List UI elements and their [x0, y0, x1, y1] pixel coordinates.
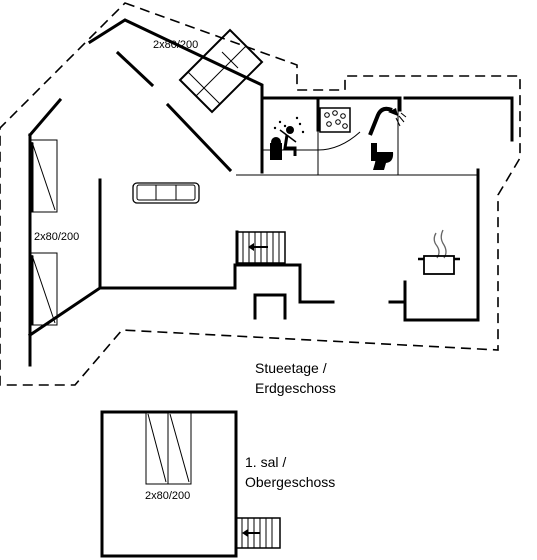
ground-floor-label-line2: Erdgeschoss	[255, 380, 336, 396]
upper-bed	[145, 411, 192, 485]
bed-top-label: 2x80/200	[153, 39, 198, 51]
bed-left	[28, 139, 58, 326]
cooking-pot-icon	[418, 229, 460, 275]
upper-floor-label-line2: Obergeschoss	[245, 474, 335, 490]
stairs-icon	[236, 231, 286, 264]
toilet-icon	[371, 143, 394, 170]
ground-floor-outline	[0, 2, 521, 386]
bed-top	[178, 28, 264, 114]
upper-stairs-icon	[235, 517, 281, 549]
ground-floor-label-line1: Stueetage /	[255, 360, 327, 376]
upper-bed-label: 2x80/200	[145, 490, 190, 502]
whirlpool-icon	[319, 107, 351, 133]
ground-floor-walls	[27, 18, 514, 367]
bed-left-label: 2x80/200	[34, 231, 79, 243]
sauna-icon	[270, 116, 305, 160]
shower-icon	[368, 106, 407, 136]
upper-floor-label-line1: 1. sal /	[245, 454, 286, 470]
sofa-icon	[132, 182, 200, 204]
